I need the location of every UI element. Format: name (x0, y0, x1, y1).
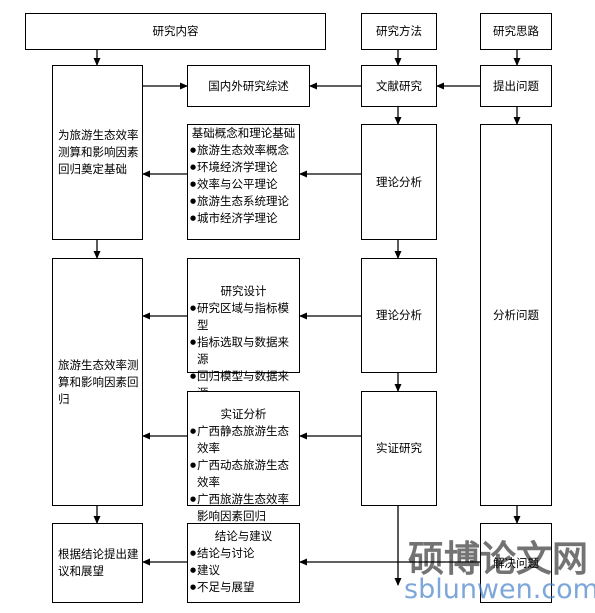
theory-title: 基础概念和理论基础 (191, 126, 296, 140)
conclusion-item: ●结论与讨论 (190, 546, 255, 560)
bullet-icon: ● (190, 566, 197, 574)
conclusion-item: ●不足与展望 (190, 580, 255, 594)
theory-item: ●效率与公平理论 (190, 177, 278, 191)
box-analyze-problem: 分析问题 (480, 124, 552, 506)
design-title: 研究设计 (220, 284, 267, 298)
box-empirical-analysis: 实证分析 ●广西静态旅游生态效率 ●广西动态旅游生态效率 ●广西旅游生态效率影响… (187, 391, 300, 523)
empirical-title: 实证分析 (220, 407, 267, 421)
box-measure-regression: 旅游生态效率测算和影响因素回归 (52, 258, 143, 506)
theory-item: ●环境经济学理论 (190, 160, 278, 174)
box-method-theory-2: 理论分析 (361, 258, 437, 373)
bullet-icon: ● (190, 180, 197, 188)
bullet-icon: ● (190, 583, 197, 591)
theory-item: ●旅游生态系统理论 (190, 194, 289, 208)
empirical-item: ●广西静态旅游生态效率 (190, 424, 289, 455)
bullet-icon: ● (190, 495, 197, 503)
box-raise-problem: 提出问题 (480, 65, 552, 107)
theory-item: ●旅游生态效率概念 (190, 143, 289, 157)
conclusion-title: 结论与建议 (214, 529, 273, 543)
box-method-literature: 文献研究 (361, 65, 437, 107)
header-research-content: 研究内容 (25, 13, 326, 50)
bullet-icon: ● (190, 461, 197, 469)
box-literature-review: 国内外研究综述 (187, 65, 310, 107)
box-research-design: 研究设计 ●研究区域与指标模型 ●指标选取与数据来源 ●回归模型与数据来源 (187, 258, 300, 400)
box-solve-problem: 解决问题 (480, 523, 552, 603)
box-method-empirical: 实证研究 (361, 391, 437, 506)
empirical-item: ●广西旅游生态效率影响因素回归 (190, 492, 289, 523)
bullet-icon: ● (190, 163, 197, 171)
conclusion-item: ●建议 (190, 563, 220, 577)
bullet-icon: ● (190, 304, 197, 312)
theory-item: ●城市经济学理论 (190, 211, 278, 225)
box-method-theory-1: 理论分析 (361, 124, 437, 240)
watermark-url: sblunwen.com (404, 574, 595, 605)
bullet-icon: ● (190, 197, 197, 205)
empirical-item: ●广西动态旅游生态效率 (190, 458, 289, 489)
bullet-icon: ● (190, 146, 197, 154)
bullet-icon: ● (190, 427, 197, 435)
box-suggestion: 根据结论提出建议和展望 (52, 523, 143, 603)
box-foundation: 为旅游生态效率测算和影响因素回归奠定基础 (52, 65, 143, 240)
bullet-icon: ● (190, 338, 197, 346)
box-theory-basis: 基础概念和理论基础 ●旅游生态效率概念 ●环境经济学理论 ●效率与公平理论 ●旅… (187, 124, 300, 240)
watermark-chinese: 硕博论文网 (408, 539, 589, 580)
bullet-icon: ● (190, 372, 197, 380)
header-research-thinking: 研究思路 (480, 13, 552, 50)
box-conclusion: 结论与建议 ●结论与讨论 ●建议 ●不足与展望 (187, 523, 300, 603)
design-item: ●研究区域与指标模型 (190, 301, 289, 332)
design-item: ●指标选取与数据来源 (190, 335, 289, 366)
bullet-icon: ● (190, 549, 197, 557)
bullet-icon: ● (190, 214, 197, 222)
header-research-method: 研究方法 (361, 13, 437, 50)
